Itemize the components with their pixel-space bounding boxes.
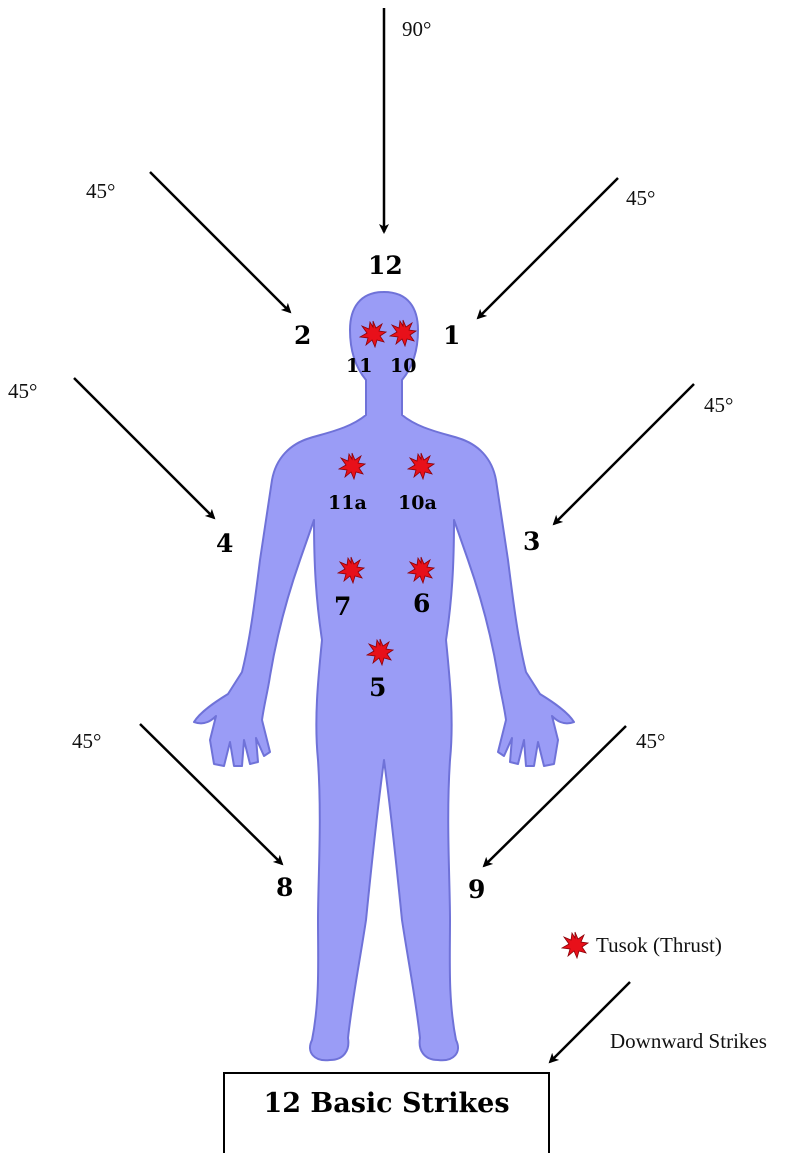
strike-label-2: 2: [294, 321, 311, 350]
angle-upper-left: 45°: [86, 179, 115, 203]
legend-strike-label: Downward Strikes: [610, 1029, 767, 1053]
thrust-label-5: 5: [369, 673, 386, 702]
strike-label-4: 4: [216, 529, 233, 558]
angle-lower-right: 45°: [636, 729, 665, 753]
angle-lower-left: 45°: [72, 729, 101, 753]
strike-arrow-3: [554, 384, 694, 524]
strike-label-12: 12: [368, 251, 403, 280]
legend-starburst-icon: [562, 932, 588, 958]
legend-thrust-label: Tusok (Thrust): [596, 933, 722, 957]
strike-arrow-2: [150, 172, 290, 312]
strike-label-3: 3: [523, 527, 540, 556]
diagram-title: 12 Basic Strikes: [225, 1088, 548, 1119]
strike-arrow-4: [74, 378, 214, 518]
strike-label-8: 8: [276, 873, 293, 902]
strike-arrow-1: [478, 178, 618, 318]
angle-upper-right: 45°: [626, 186, 655, 210]
angle-mid-right: 45°: [704, 393, 733, 417]
thrust-label-11a: 11a: [328, 492, 367, 514]
thrust-label-10a: 10a: [398, 492, 437, 514]
legend: Tusok (Thrust) Downward Strikes: [550, 932, 767, 1062]
strike-label-9: 9: [468, 875, 485, 904]
thrust-label-10: 10: [390, 355, 416, 377]
strike-label-1: 1: [443, 321, 460, 350]
angle-mid-left: 45°: [8, 379, 37, 403]
thrust-label-7: 7: [334, 592, 351, 621]
title-box: 12 Basic Strikes: [223, 1072, 550, 1153]
thrust-label-11: 11: [346, 355, 372, 377]
angle-top: 90°: [402, 17, 431, 41]
thrust-label-6: 6: [413, 589, 430, 618]
